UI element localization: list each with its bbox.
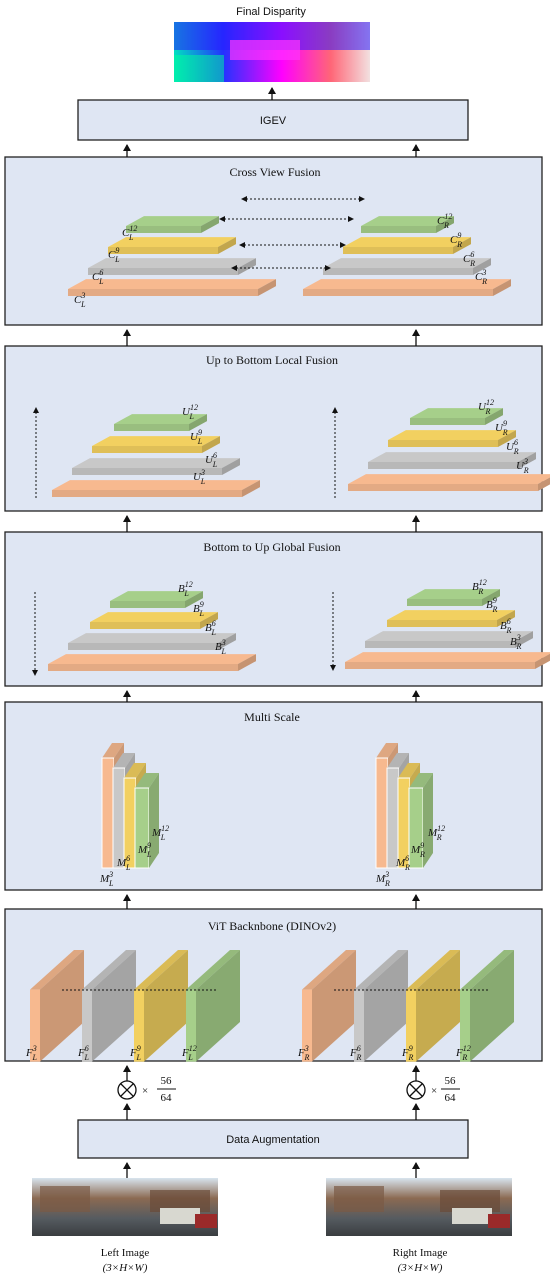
igev-label: IGEV — [260, 115, 287, 127]
multi-left-plate-12 — [134, 773, 159, 869]
bottom-left-layer-9 — [90, 612, 218, 629]
cross-view-fusion-title: Cross View Fusion — [229, 165, 320, 179]
svg-text:×: × — [142, 1085, 148, 1097]
bottom-right-layer-9 — [387, 610, 515, 627]
bottom-right-layer-3 — [345, 652, 550, 669]
right-input-image — [326, 1178, 512, 1236]
cross-right-layer-12 — [361, 216, 454, 233]
vit-right-feature-12 — [460, 950, 514, 1062]
up-left-layer-6 — [72, 458, 240, 475]
svg-text:64: 64 — [161, 1092, 173, 1104]
vit-left-feature-12 — [186, 950, 240, 1062]
vit-right-feature-6 — [354, 950, 408, 1062]
multi-scale-panel — [4, 701, 543, 891]
cross-right-layer-3 — [303, 279, 511, 296]
cross-left-layer-3 — [68, 279, 276, 296]
vit-right-feature-9 — [406, 950, 460, 1062]
final-disparity-label: Final Disparity — [236, 6, 306, 18]
data-augmentation-block: Data Augmentation — [77, 1119, 469, 1159]
left-image-size: (3×H×W) — [103, 1262, 148, 1274]
vit-left-feature-3 — [30, 950, 84, 1062]
up-right-layer-9 — [388, 430, 516, 447]
flow-arrows — [123, 87, 420, 1178]
bottom-left-layer-3 — [48, 654, 256, 671]
svg-text:56: 56 — [161, 1075, 173, 1087]
bottom-right-layer-12 — [407, 589, 500, 606]
svg-text:64: 64 — [445, 1092, 457, 1104]
svg-text:×: × — [431, 1085, 437, 1097]
vit-right-feature-3 — [302, 950, 356, 1062]
multi-scale-title: Multi Scale — [244, 710, 300, 724]
bottom-up-global-fusion-title: Bottom to Up Global Fusion — [203, 540, 340, 554]
up-right-layer-3 — [348, 474, 550, 491]
igev-block: IGEV — [77, 99, 469, 141]
cross-left-layer-9 — [108, 237, 236, 254]
scale-operator-left: × 56 64 — [117, 1075, 176, 1104]
right-image-size: (3×H×W) — [398, 1262, 443, 1274]
up-left-layer-12 — [114, 414, 207, 431]
cross-right-layer-6 — [323, 258, 491, 275]
right-image-caption: Right Image — [393, 1247, 448, 1259]
cross-left-layer-12 — [126, 216, 219, 233]
bottom-left-layer-6 — [68, 633, 236, 650]
scale-operator-right: × 56 64 — [406, 1075, 460, 1104]
bottom-left-layer-12 — [110, 591, 203, 608]
up-bottom-local-fusion-title: Up to Bottom Local Fusion — [206, 353, 338, 367]
data-augmentation-label: Data Augmentation — [226, 1134, 320, 1146]
up-right-layer-12 — [410, 408, 503, 425]
left-image-caption: Left Image — [101, 1247, 150, 1259]
left-input-image — [32, 1178, 218, 1236]
vit-left-feature-6 — [82, 950, 136, 1062]
up-right-layer-6 — [368, 452, 536, 469]
up-left-layer-3 — [52, 480, 260, 497]
vit-left-feature-9 — [134, 950, 188, 1062]
multi-right-plate-12 — [408, 773, 433, 869]
disparity-map-image — [174, 22, 370, 82]
cross-right-layer-9 — [343, 237, 471, 254]
vit-backbone-title: ViT Backnbone (DINOv2) — [208, 919, 336, 933]
svg-text:56: 56 — [445, 1075, 457, 1087]
up-left-layer-9 — [92, 436, 220, 453]
bottom-right-layer-6 — [365, 631, 533, 648]
